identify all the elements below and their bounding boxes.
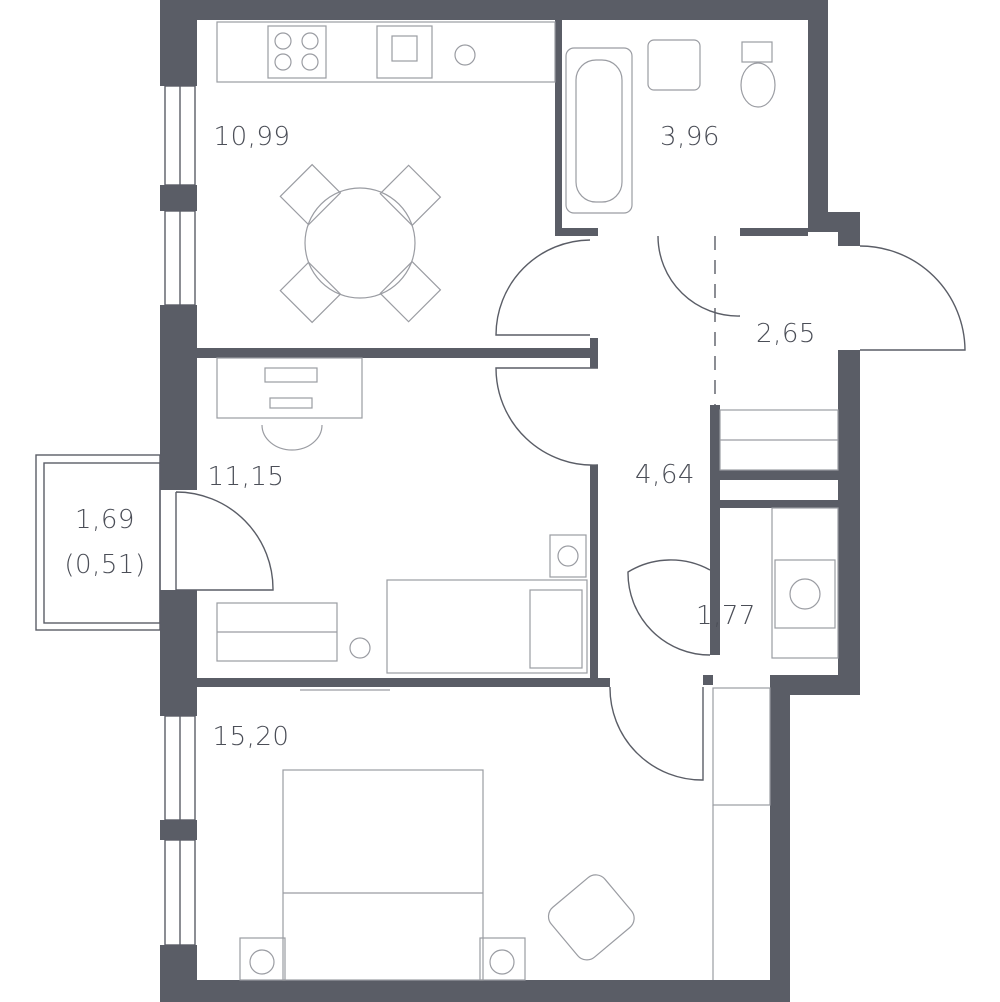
nightstand-left (239, 937, 286, 981)
nightstand-right (479, 937, 526, 981)
walls (160, 0, 860, 1002)
bathtub (565, 47, 633, 214)
bed-main (282, 769, 484, 981)
room-area-bedroom-small: 11,15 (207, 462, 285, 492)
stove-icon (267, 25, 327, 79)
room-area-kitchen: 10,99 (213, 122, 291, 152)
desk (216, 357, 363, 419)
room-area-balcony: 1,69 (75, 505, 135, 535)
sink-icon (376, 25, 433, 79)
wardrobe-bedroom (712, 687, 771, 806)
balcony-outline (35, 454, 161, 631)
furniture (216, 21, 839, 981)
washbasin (647, 39, 701, 91)
room-area-bedroom-main: 15,20 (212, 722, 290, 752)
room-area-hall: 4,64 (635, 460, 695, 490)
dining-table (304, 187, 416, 299)
room-area-entrance: 2,65 (756, 319, 816, 349)
armchair (547, 874, 635, 961)
bed-small (386, 579, 588, 674)
room-area-balcony-reduced: (0,51) (64, 550, 146, 580)
doors (175, 235, 966, 781)
room-area-laundry: 1,77 (696, 601, 756, 631)
room-area-bathroom: 3,96 (660, 122, 720, 152)
laundry-shelf (771, 507, 839, 659)
toilet (741, 41, 773, 63)
washer-small (549, 534, 587, 578)
windows (164, 85, 196, 946)
